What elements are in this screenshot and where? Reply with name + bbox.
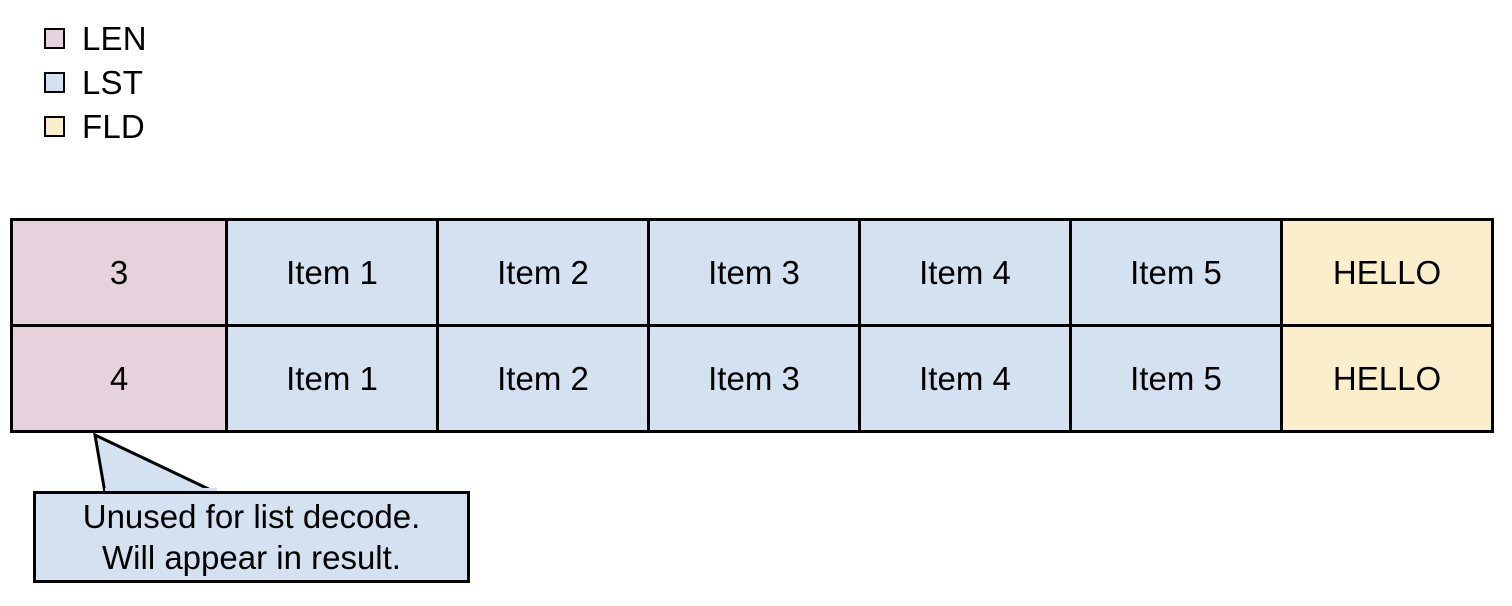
legend-item-lst: LST: [44, 60, 147, 104]
cell-item-2: Item 2: [436, 221, 647, 324]
legend-item-len: LEN: [44, 16, 147, 60]
cell-item-1: Item 1: [225, 221, 436, 324]
callout-line-2: Will appear in result.: [102, 539, 401, 576]
cell-item-5: Item 5: [1069, 221, 1280, 324]
callout-box: Unused for list decode. Will appear in r…: [33, 491, 470, 583]
cell-item-2: Item 2: [436, 327, 647, 430]
table-row: 3 Item 1 Item 2 Item 3 Item 4 Item 5 HEL…: [13, 221, 1491, 324]
cell-item-4: Item 4: [858, 221, 1069, 324]
legend-swatch-fld: [44, 115, 65, 137]
legend-label-fld: FLD: [82, 107, 145, 145]
legend-swatch-len: [44, 27, 65, 49]
legend-swatch-lst: [44, 71, 65, 93]
table-row: 4 Item 1 Item 2 Item 3 Item 4 Item 5 HEL…: [13, 324, 1491, 430]
callout-line-1: Unused for list decode.: [82, 498, 421, 535]
cell-fld: HELLO: [1280, 221, 1491, 324]
cell-len: 3: [13, 221, 225, 324]
cell-item-5: Item 5: [1069, 327, 1280, 430]
cell-item-3: Item 3: [647, 221, 858, 324]
callout-tail-icon: [93, 432, 218, 495]
cell-item-3: Item 3: [647, 327, 858, 430]
callout-tail-shape: [93, 432, 218, 495]
cell-item-1: Item 1: [225, 327, 436, 430]
legend-label-len: LEN: [82, 19, 147, 57]
frame-layout-table: 3 Item 1 Item 2 Item 3 Item 4 Item 5 HEL…: [10, 218, 1494, 433]
cell-item-4: Item 4: [858, 327, 1069, 430]
legend: LEN LST FLD: [44, 16, 147, 148]
cell-len: 4: [13, 327, 225, 430]
legend-item-fld: FLD: [44, 104, 147, 148]
legend-label-lst: LST: [82, 63, 144, 101]
cell-fld: HELLO: [1280, 327, 1491, 430]
